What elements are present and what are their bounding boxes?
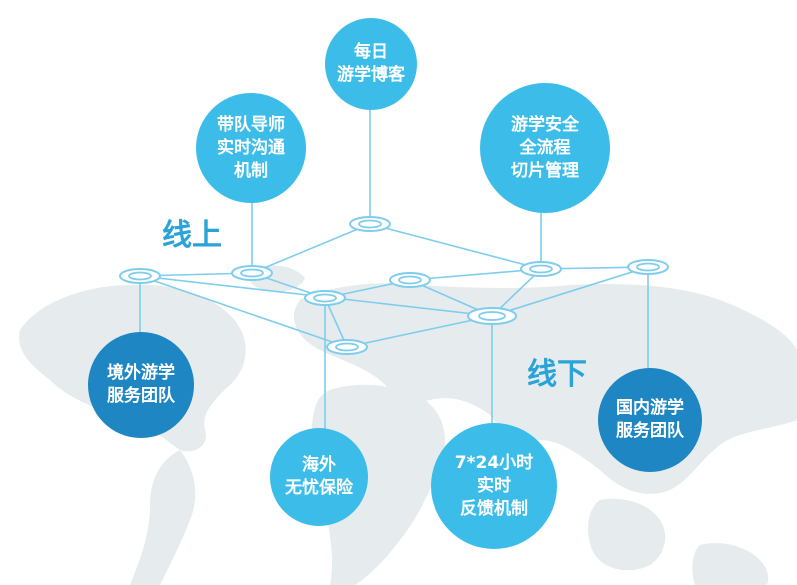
network-hub [231, 265, 273, 281]
online-label: 线上 [162, 218, 222, 253]
network-edge [491, 266, 649, 317]
network-hub [326, 339, 368, 355]
network-hub [389, 272, 431, 288]
bubble-feedback-24h [431, 423, 557, 549]
bubble-domestic-team [598, 368, 702, 472]
network-hubs [119, 216, 669, 355]
network-edge [346, 315, 493, 348]
bubbles [88, 18, 702, 549]
network-edge [139, 275, 348, 348]
bubble-safety-management [480, 83, 610, 213]
network-hub [349, 216, 391, 232]
network-hub [119, 268, 161, 284]
bubble-overseas-insurance [270, 428, 368, 526]
network-edge [409, 268, 542, 281]
bubble-connectors [139, 105, 649, 433]
network-hub [520, 261, 562, 277]
network-edge [369, 223, 542, 270]
offline-label: 线下 [527, 357, 587, 392]
network-hub [467, 307, 517, 325]
network-hub [304, 290, 346, 306]
network-edge [324, 297, 348, 348]
network-hub [627, 259, 669, 275]
bubble-tutor-communication [196, 93, 306, 203]
bubble-daily-blog [325, 18, 417, 110]
bubble-overseas-team [88, 332, 194, 438]
network-edge [251, 223, 371, 274]
